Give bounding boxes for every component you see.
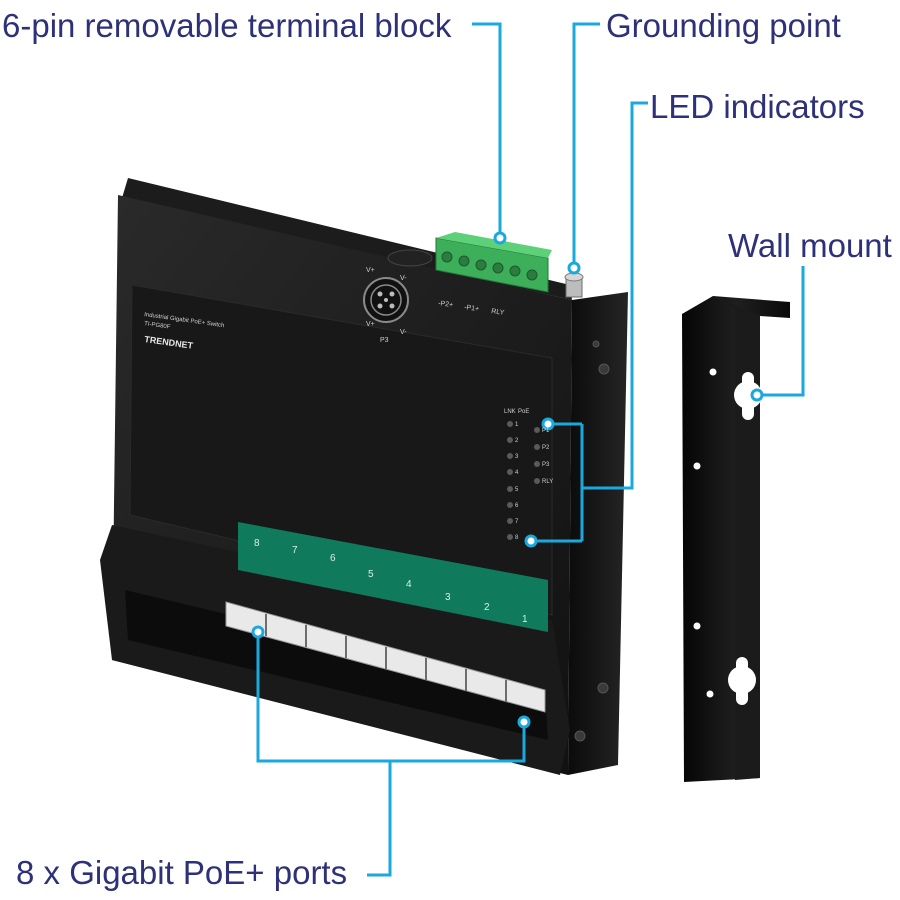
led-port-label: 4 xyxy=(515,470,519,476)
poe-ports-callout: 8 x Gigabit PoE+ ports xyxy=(16,854,348,891)
led-port-label: 1 xyxy=(515,422,519,428)
side-screws xyxy=(574,340,610,742)
port-number: 8 xyxy=(254,538,260,549)
grounding-point-callout: Grounding point xyxy=(606,7,841,44)
port-number: 6 xyxy=(330,553,336,564)
led-port-label: 2 xyxy=(515,438,519,444)
port-number: 7 xyxy=(292,545,298,556)
port-number: 5 xyxy=(368,569,374,580)
led-status-label: RLY xyxy=(542,479,553,485)
switch-label-panel xyxy=(129,284,553,616)
led-port-label: 6 xyxy=(515,503,519,509)
port-number: 2 xyxy=(484,602,490,613)
led-status-label: P2 xyxy=(542,445,550,451)
power-pin-vplus-bottom: V+ xyxy=(366,321,375,328)
power-pin-vplus-top: V+ xyxy=(366,267,375,274)
led-header-lnk: LNK xyxy=(504,409,516,415)
device-model: TI-PG80F xyxy=(144,321,171,331)
led-port-label: 5 xyxy=(515,487,519,493)
terminal-block xyxy=(435,232,552,293)
callout-leaders xyxy=(256,22,805,877)
port-number: 1 xyxy=(522,614,528,625)
led-port-label: 3 xyxy=(515,454,519,460)
wall-mount-callout: Wall mount xyxy=(728,227,892,264)
led-header-poe: PoE xyxy=(518,409,529,415)
led-array xyxy=(507,421,540,540)
power-connector xyxy=(363,249,433,323)
rj45-port-row xyxy=(225,601,546,713)
port-number: 3 xyxy=(445,592,451,603)
led-port-label: 7 xyxy=(515,519,519,525)
led-port-label: 8 xyxy=(515,535,519,541)
terminal-label-p1: -P1+ xyxy=(464,304,480,313)
led-status-label: P1 xyxy=(542,428,550,434)
port-number: 4 xyxy=(406,579,412,590)
led-status-label: P3 xyxy=(542,462,550,468)
terminal-label-p2: -P2+ xyxy=(438,300,454,309)
port-number-strip xyxy=(238,522,548,632)
grounding-screw xyxy=(564,272,584,298)
led-indicators-callout: LED indicators xyxy=(650,88,865,125)
power-connector-label: P3 xyxy=(380,337,389,344)
terminal-block-callout: 6-pin removable terminal block xyxy=(2,7,452,44)
wall-mount-bracket xyxy=(682,296,790,782)
terminal-label-rly: RLY xyxy=(491,308,505,317)
callout-dots xyxy=(251,231,764,729)
power-pin-vminus-top: V- xyxy=(400,275,407,282)
switch-side-wall xyxy=(568,292,628,775)
power-pin-vminus-bottom: V- xyxy=(400,329,407,336)
